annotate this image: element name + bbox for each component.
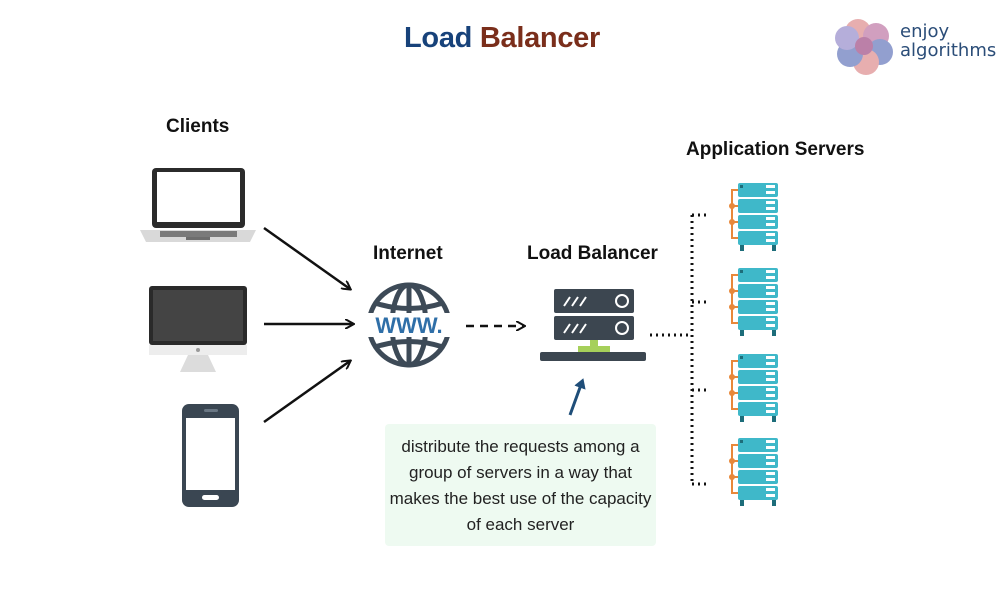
brand-name: enjoy algorithms bbox=[900, 22, 996, 60]
laptop-icon bbox=[140, 168, 256, 242]
title-part-1: Load bbox=[404, 22, 473, 54]
application-server-4-icon bbox=[728, 437, 779, 507]
note-pointer-arrow bbox=[568, 378, 586, 416]
load-balancer-label: Load Balancer bbox=[527, 243, 658, 264]
app-servers-label: Application Servers bbox=[686, 139, 865, 160]
brand-line-1: enjoy bbox=[900, 21, 950, 42]
load-balancer-server-icon bbox=[540, 289, 646, 361]
globe-www-text: WWW. bbox=[375, 313, 442, 338]
brand-line-2: algorithms bbox=[900, 40, 997, 61]
phone-to-internet-arrow bbox=[263, 361, 350, 424]
title-part-2: Balancer bbox=[479, 22, 600, 54]
application-server-1-icon bbox=[728, 182, 779, 252]
server-connector-lines bbox=[650, 213, 708, 486]
smartphone-icon bbox=[182, 404, 239, 507]
clients-label: Clients bbox=[166, 116, 230, 137]
application-server-3-icon bbox=[728, 353, 779, 423]
desktop-monitor-icon bbox=[149, 286, 247, 372]
page-title: Load Balancer bbox=[0, 22, 1004, 55]
application-server-2-icon bbox=[728, 267, 779, 337]
internet-label: Internet bbox=[373, 243, 443, 264]
load-balancer-description: distribute the requests among a group of… bbox=[385, 424, 656, 546]
laptop-to-internet-arrow bbox=[263, 226, 350, 289]
flower-logo-icon bbox=[835, 19, 893, 75]
globe-label-background bbox=[366, 313, 452, 337]
